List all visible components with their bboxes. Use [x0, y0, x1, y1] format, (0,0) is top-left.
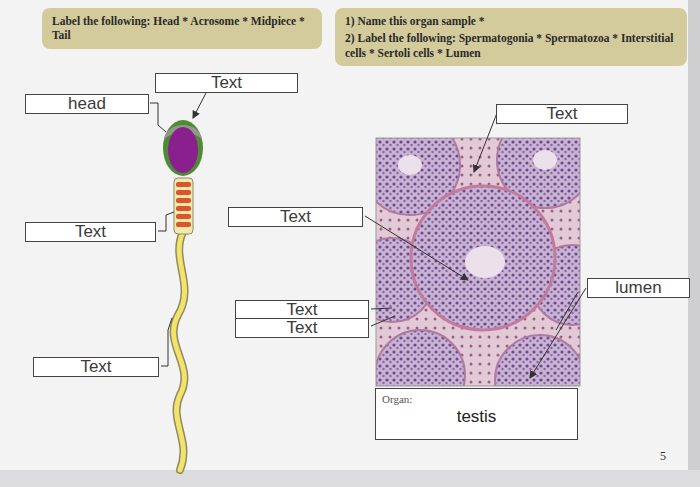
label-text: 1) Name this organ sample * [345, 14, 677, 28]
instruction-box: Label the following: Head * Acrosome * M… [42, 8, 322, 49]
label-box: Text [228, 207, 363, 227]
label-text: Text [244, 319, 360, 337]
label-box: Text [496, 104, 628, 124]
label-box: lumen [587, 278, 690, 298]
label-text: 2) Label the following: Spermatogonia * … [345, 31, 677, 60]
label-text: Text [42, 358, 150, 376]
field-label: Organ: [382, 393, 571, 405]
label-text: Text [34, 223, 147, 241]
label-text: Text [237, 208, 354, 226]
organ-answer-box: Organ: testis [375, 388, 578, 440]
label-text: Label the following: Head * Acrosome * M… [52, 14, 312, 43]
label-box: Text [235, 300, 369, 320]
label-text: head [34, 95, 140, 113]
label-text: Text [244, 301, 360, 319]
label-text: Text [505, 105, 619, 123]
label-text: testis [382, 407, 571, 427]
label-box: Text [33, 357, 159, 377]
label-box: head [25, 94, 149, 114]
instruction-box: 1) Name this organ sample * 2) Label the … [335, 8, 687, 66]
page-number: 5 [660, 449, 666, 464]
label-text: lumen [596, 279, 681, 297]
label-box: Text [25, 222, 156, 242]
label-box: Text [155, 73, 298, 93]
label-text: Text [164, 74, 289, 92]
label-box: Text [235, 318, 369, 338]
